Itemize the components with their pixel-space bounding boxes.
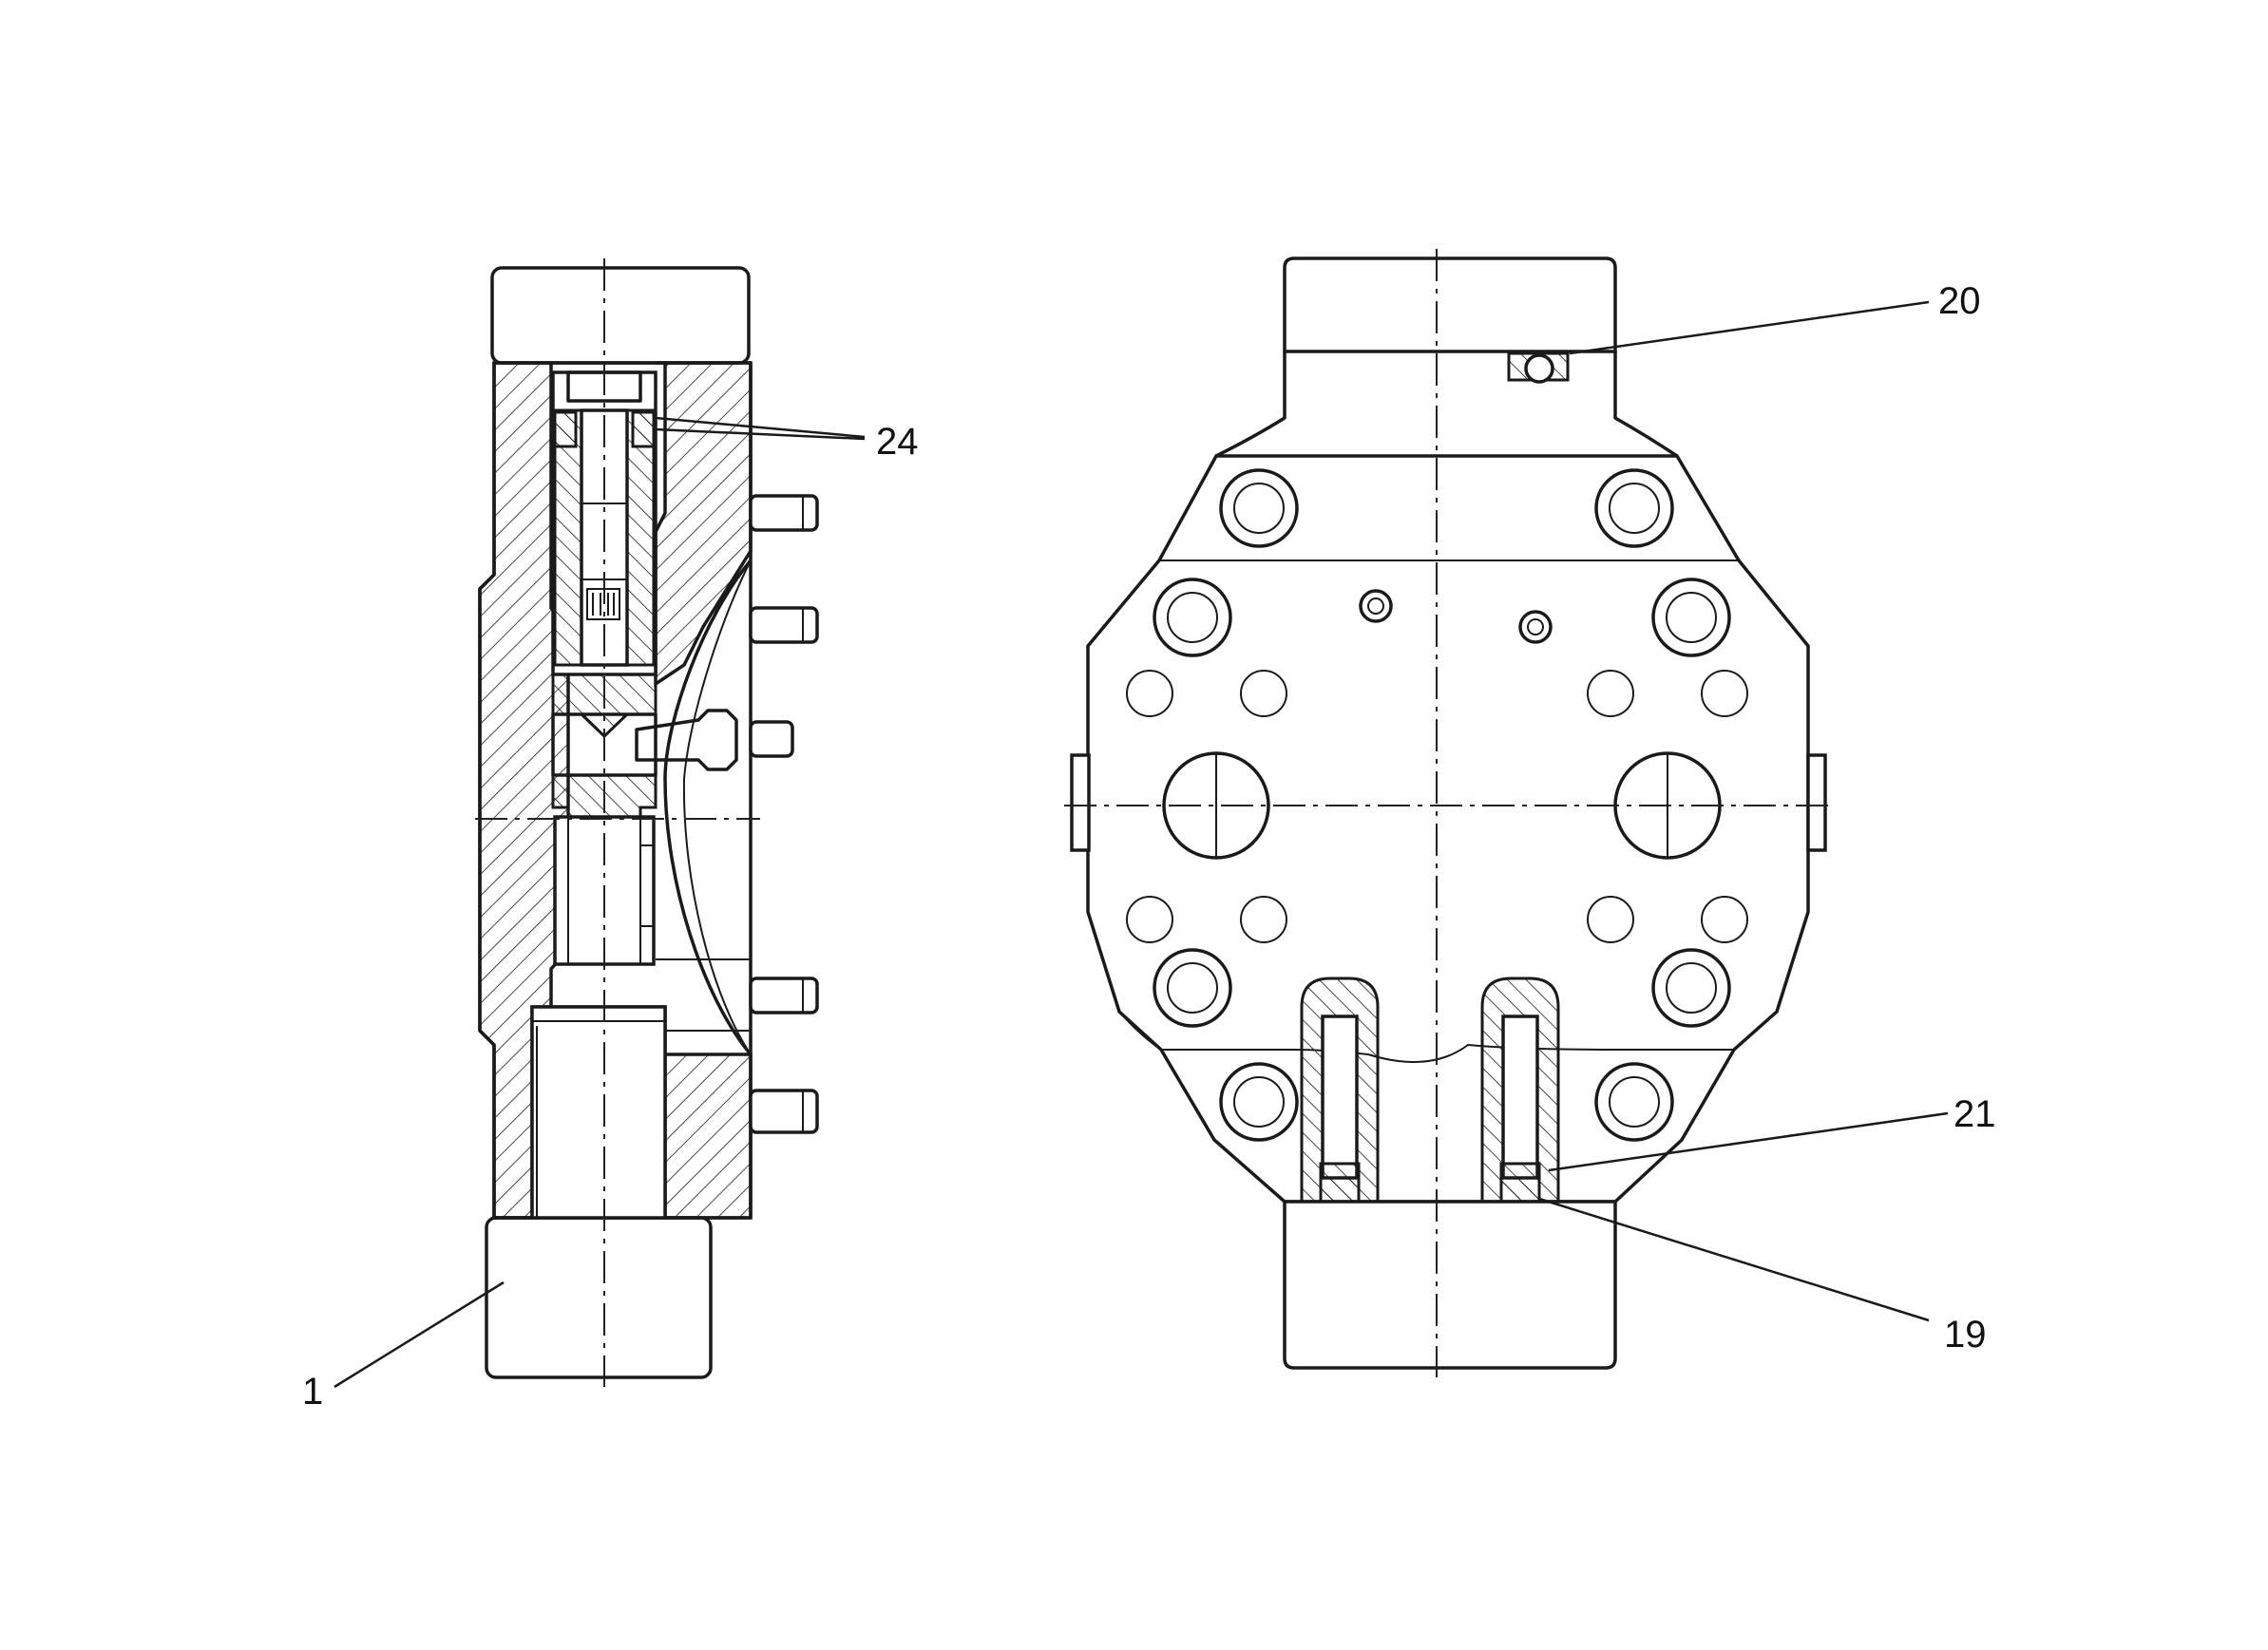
front-small-holes: [1126, 589, 1748, 943]
side-lower-bore: [530, 1005, 667, 1220]
front-hex-bolts: [1153, 468, 1731, 1142]
side-cam-curve: [663, 559, 753, 1056]
callout-20: 20: [1938, 280, 1981, 322]
side-bottom-shaft: [485, 1216, 713, 1379]
side-housing-lower-right: [663, 1053, 753, 1220]
seal-ring-left: [553, 410, 578, 448]
front-neck: [1215, 351, 1678, 458]
front-main-body: [1086, 454, 1810, 1204]
side-bolts: [749, 494, 819, 1134]
leader-lines: [334, 300, 1949, 1389]
callout-21: 21: [1954, 1093, 1996, 1135]
callout-24: 24: [876, 421, 919, 463]
nozzle-left: [1319, 1162, 1361, 1204]
side-top-cap: [490, 266, 751, 365]
side-housing-outline: [478, 361, 753, 1220]
side-port-fitting: [635, 709, 738, 771]
callout-19: 19: [1944, 1314, 1987, 1356]
front-top-boss: [1283, 256, 1617, 353]
nozzle-right: [1499, 1162, 1541, 1204]
callout-1: 1: [302, 1371, 323, 1413]
seal-ring-right: [631, 410, 656, 448]
front-view: [1064, 249, 1834, 1377]
front-bottom-boss: [1283, 1200, 1617, 1370]
side-section-view: [475, 258, 819, 1387]
